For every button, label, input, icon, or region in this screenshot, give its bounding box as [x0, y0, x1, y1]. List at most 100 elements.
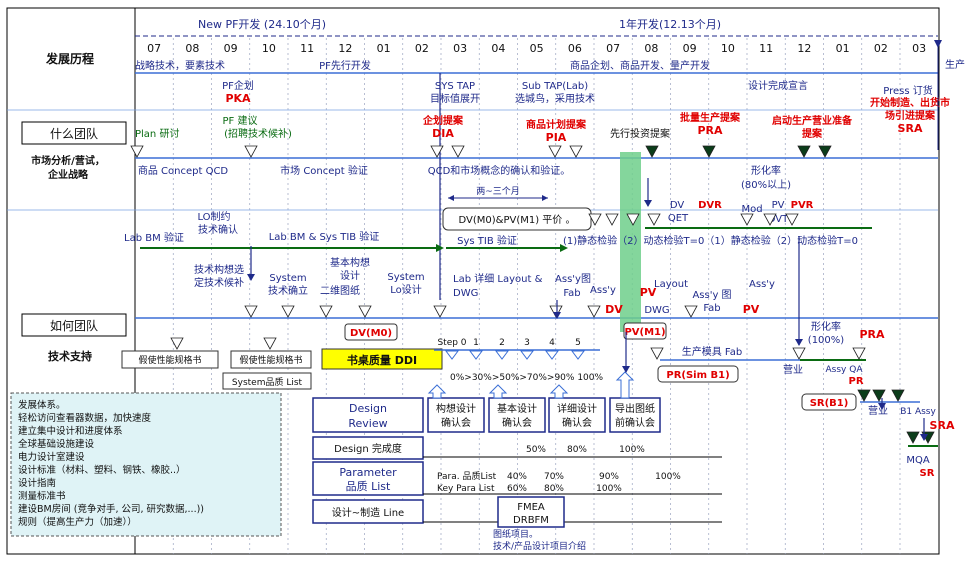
legend-lines: 发展体系。轻松访问查看器数据，加快速度建立集中设计和进度体系全球基础设施建设电力… [18, 399, 204, 528]
what-product-plan: 商品计划提案 [526, 118, 587, 131]
how-lab-sys: Lab BM & Sys TIB 验证 [269, 230, 380, 243]
down-arrows [247, 178, 928, 441]
review-fmea-note2: 技术/产品设计项目介绍 [493, 540, 586, 552]
tech-triangle [792, 347, 806, 360]
review-drbfm: DRBFM [513, 515, 549, 526]
step-label: 5 [575, 338, 581, 348]
step-marker [445, 350, 459, 360]
market-triangle [797, 145, 811, 158]
market-triangle [569, 145, 583, 158]
how-qet: QET [668, 213, 689, 224]
how-sys-confirm2: 技术确立 [268, 284, 308, 297]
legend-line: 发展体系。 [18, 399, 66, 411]
market-triangle [645, 145, 659, 158]
how-layout: Layout [654, 279, 688, 290]
history-press3: 场引进提案 [885, 109, 936, 122]
what-form-rate: 形化率 [751, 164, 781, 177]
legend-line: 全球基础设施建设 [18, 438, 95, 450]
review-concept: 构想设计 [436, 402, 476, 415]
how-triangle [684, 305, 698, 318]
how-lab-bm: Lab BM 验证 [124, 231, 184, 244]
what-two-three: 两~三个月 [476, 186, 520, 197]
tech-triangle [891, 389, 905, 402]
history-design-done: 设计完成宣言 [748, 79, 808, 92]
green-arrow-1 [436, 244, 444, 252]
review-design2: Review [348, 417, 387, 430]
span-arrow-right [542, 195, 548, 201]
month-label: 01 [377, 42, 391, 55]
review-basic2: 确认会 [502, 416, 532, 429]
what-concept-verify: 市场 Concept 验证 [280, 164, 368, 177]
section-what-team: 什么团队 [50, 126, 98, 141]
tech-triangle [263, 337, 277, 350]
how-lo2: 技术确认 [198, 223, 238, 236]
review-basic: 基本设计 [497, 402, 537, 415]
step-marker [469, 350, 483, 360]
down-arrow-head [622, 366, 630, 373]
review-arrow-3 [549, 384, 569, 399]
spec-box-1 [121, 350, 219, 369]
tech-triangle [852, 347, 866, 360]
tech-pv-m1: PV(M1) [624, 327, 665, 338]
how-triangle [433, 305, 447, 318]
how-triangle [358, 305, 372, 318]
history-sra: SRA [898, 122, 923, 135]
spec-box-2 [230, 350, 312, 369]
export-review-box [609, 397, 661, 433]
review-design-line: 设计~制造 Line [332, 506, 404, 519]
month-label: 06 [568, 42, 582, 55]
phase-left-title: New PF开发 (24.10个月) [198, 17, 326, 31]
fmea-box [497, 496, 565, 528]
tech-triangle [650, 347, 664, 360]
month-label: 03 [912, 42, 926, 55]
how-team-box [21, 313, 127, 337]
legend-line: 建设BM房间 (竞争对手, 公司, 研究数据,...)) [18, 503, 204, 515]
history-target: 目标值展开 [430, 92, 480, 105]
market-triangle [130, 145, 144, 158]
how-fab: Fab [703, 303, 720, 314]
market-triangle [430, 145, 444, 158]
para-value: 70% [544, 472, 564, 482]
step-marker [495, 350, 509, 360]
month-label: 01 [836, 42, 850, 55]
outer-frame [6, 7, 940, 555]
basic-review-box [488, 397, 546, 433]
what-pia: PIA [546, 131, 567, 144]
history-pka: PKA [225, 92, 251, 105]
tech-sys-list: System品质 List [232, 376, 303, 388]
review-detail: 详细设计 [557, 402, 597, 415]
span-arrow-left [448, 195, 454, 201]
sr-b1-box [801, 393, 857, 411]
history-sys-tap: SYS TAP [435, 81, 475, 92]
tech-sales-biz: 营业 [783, 363, 803, 376]
how-pv-red: PV [640, 286, 657, 299]
tech-triangle [170, 337, 184, 350]
review-detail2: 确认会 [562, 416, 592, 429]
param-box [312, 461, 424, 496]
month-label: 03 [453, 42, 467, 55]
how-tech-select2: 定技术候补 [194, 276, 244, 289]
month-label: 11 [759, 42, 773, 55]
how-pv: PV [772, 200, 785, 211]
tech-triangle [872, 389, 886, 402]
how-mod: Mod [741, 204, 762, 215]
how-pv-red2: PV [743, 303, 760, 316]
market-triangle [244, 145, 258, 158]
legend-line: 测量标准书 [18, 490, 66, 502]
what-sales2: 提案 [802, 127, 823, 140]
market-triangle [702, 145, 716, 158]
design-complete-box [312, 436, 424, 460]
tech-sr: SR [920, 468, 935, 479]
how-dv: DV [670, 200, 685, 211]
legend-box [10, 392, 282, 537]
how-triangle [549, 305, 563, 318]
how-triangle [740, 213, 754, 226]
how-triangle [244, 305, 258, 318]
legend-line: 轻松访问查看器数据，加快速度 [18, 412, 152, 424]
step-marker [545, 350, 559, 360]
tech-pra2: PRA [859, 328, 885, 341]
review-design-complete: Design 完成度 [334, 442, 402, 455]
design-line-box [312, 499, 424, 524]
